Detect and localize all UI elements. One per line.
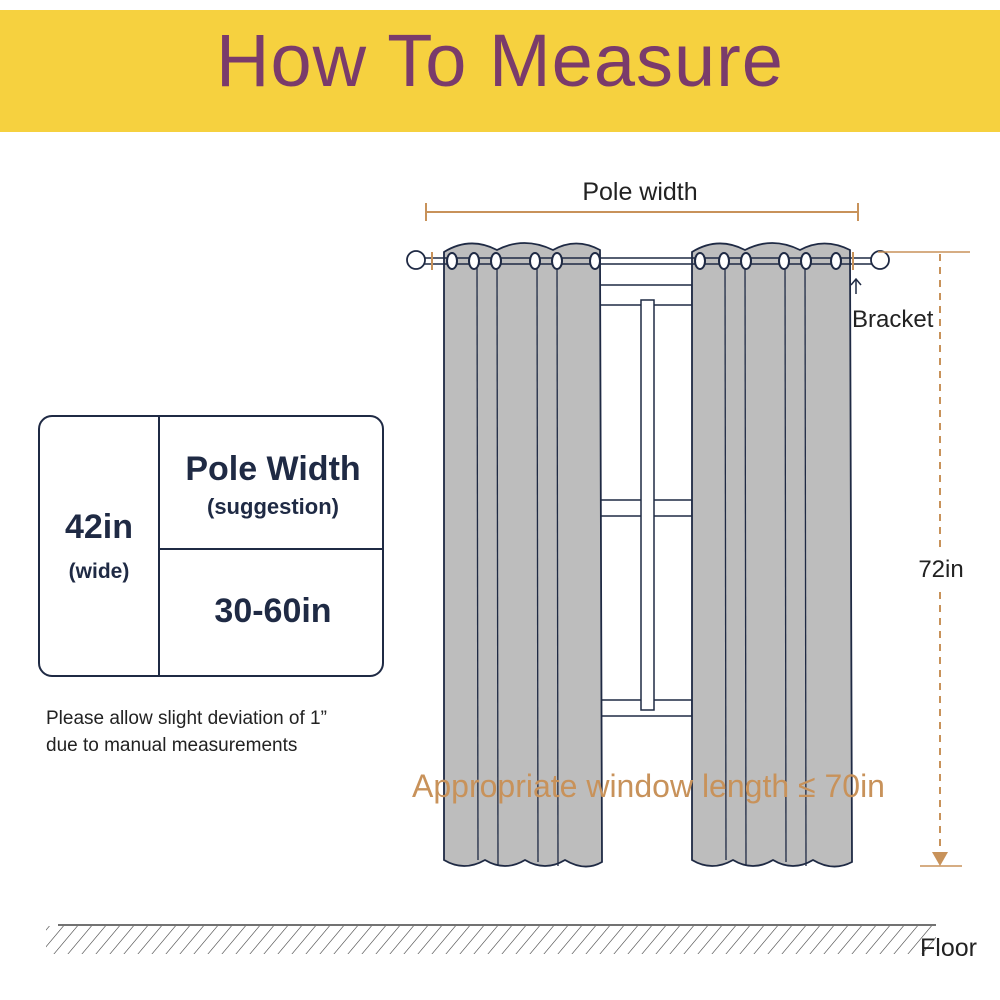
floor-label: Floor [920,934,977,962]
length-dimension [878,251,970,867]
title-banner [0,10,1000,132]
pole-width-label: Pole width [582,178,698,206]
left-curtain [443,242,603,868]
right-curtain [691,242,853,868]
length-label: 72in [908,556,974,584]
bracket-arrow [850,277,862,294]
pole-width-dimension [425,203,859,221]
pole-width-suggestion: (suggestion) [207,494,339,519]
window-length-label: Appropriate window length ≤ 70in [412,768,885,804]
floor [46,924,936,954]
width-value: 42in [64,508,134,546]
window [599,284,693,717]
pole-width-range: 30-60in [214,592,332,630]
note-line-2: due to manual measurements [46,735,298,756]
measurement-note: Please allow slight deviation of 1” due … [46,705,327,759]
note-line-1: Please allow slight deviation of 1” [46,708,327,729]
size-table [38,415,384,677]
table-divider-horizontal [158,548,384,550]
pole-width-heading: Pole Width [185,450,361,488]
table-divider-vertical [158,415,160,677]
bracket-label: Bracket [852,306,934,333]
grommet-rings [446,252,842,270]
page-title: How To Measure [216,19,784,102]
width-unit: (wide) [68,560,130,583]
